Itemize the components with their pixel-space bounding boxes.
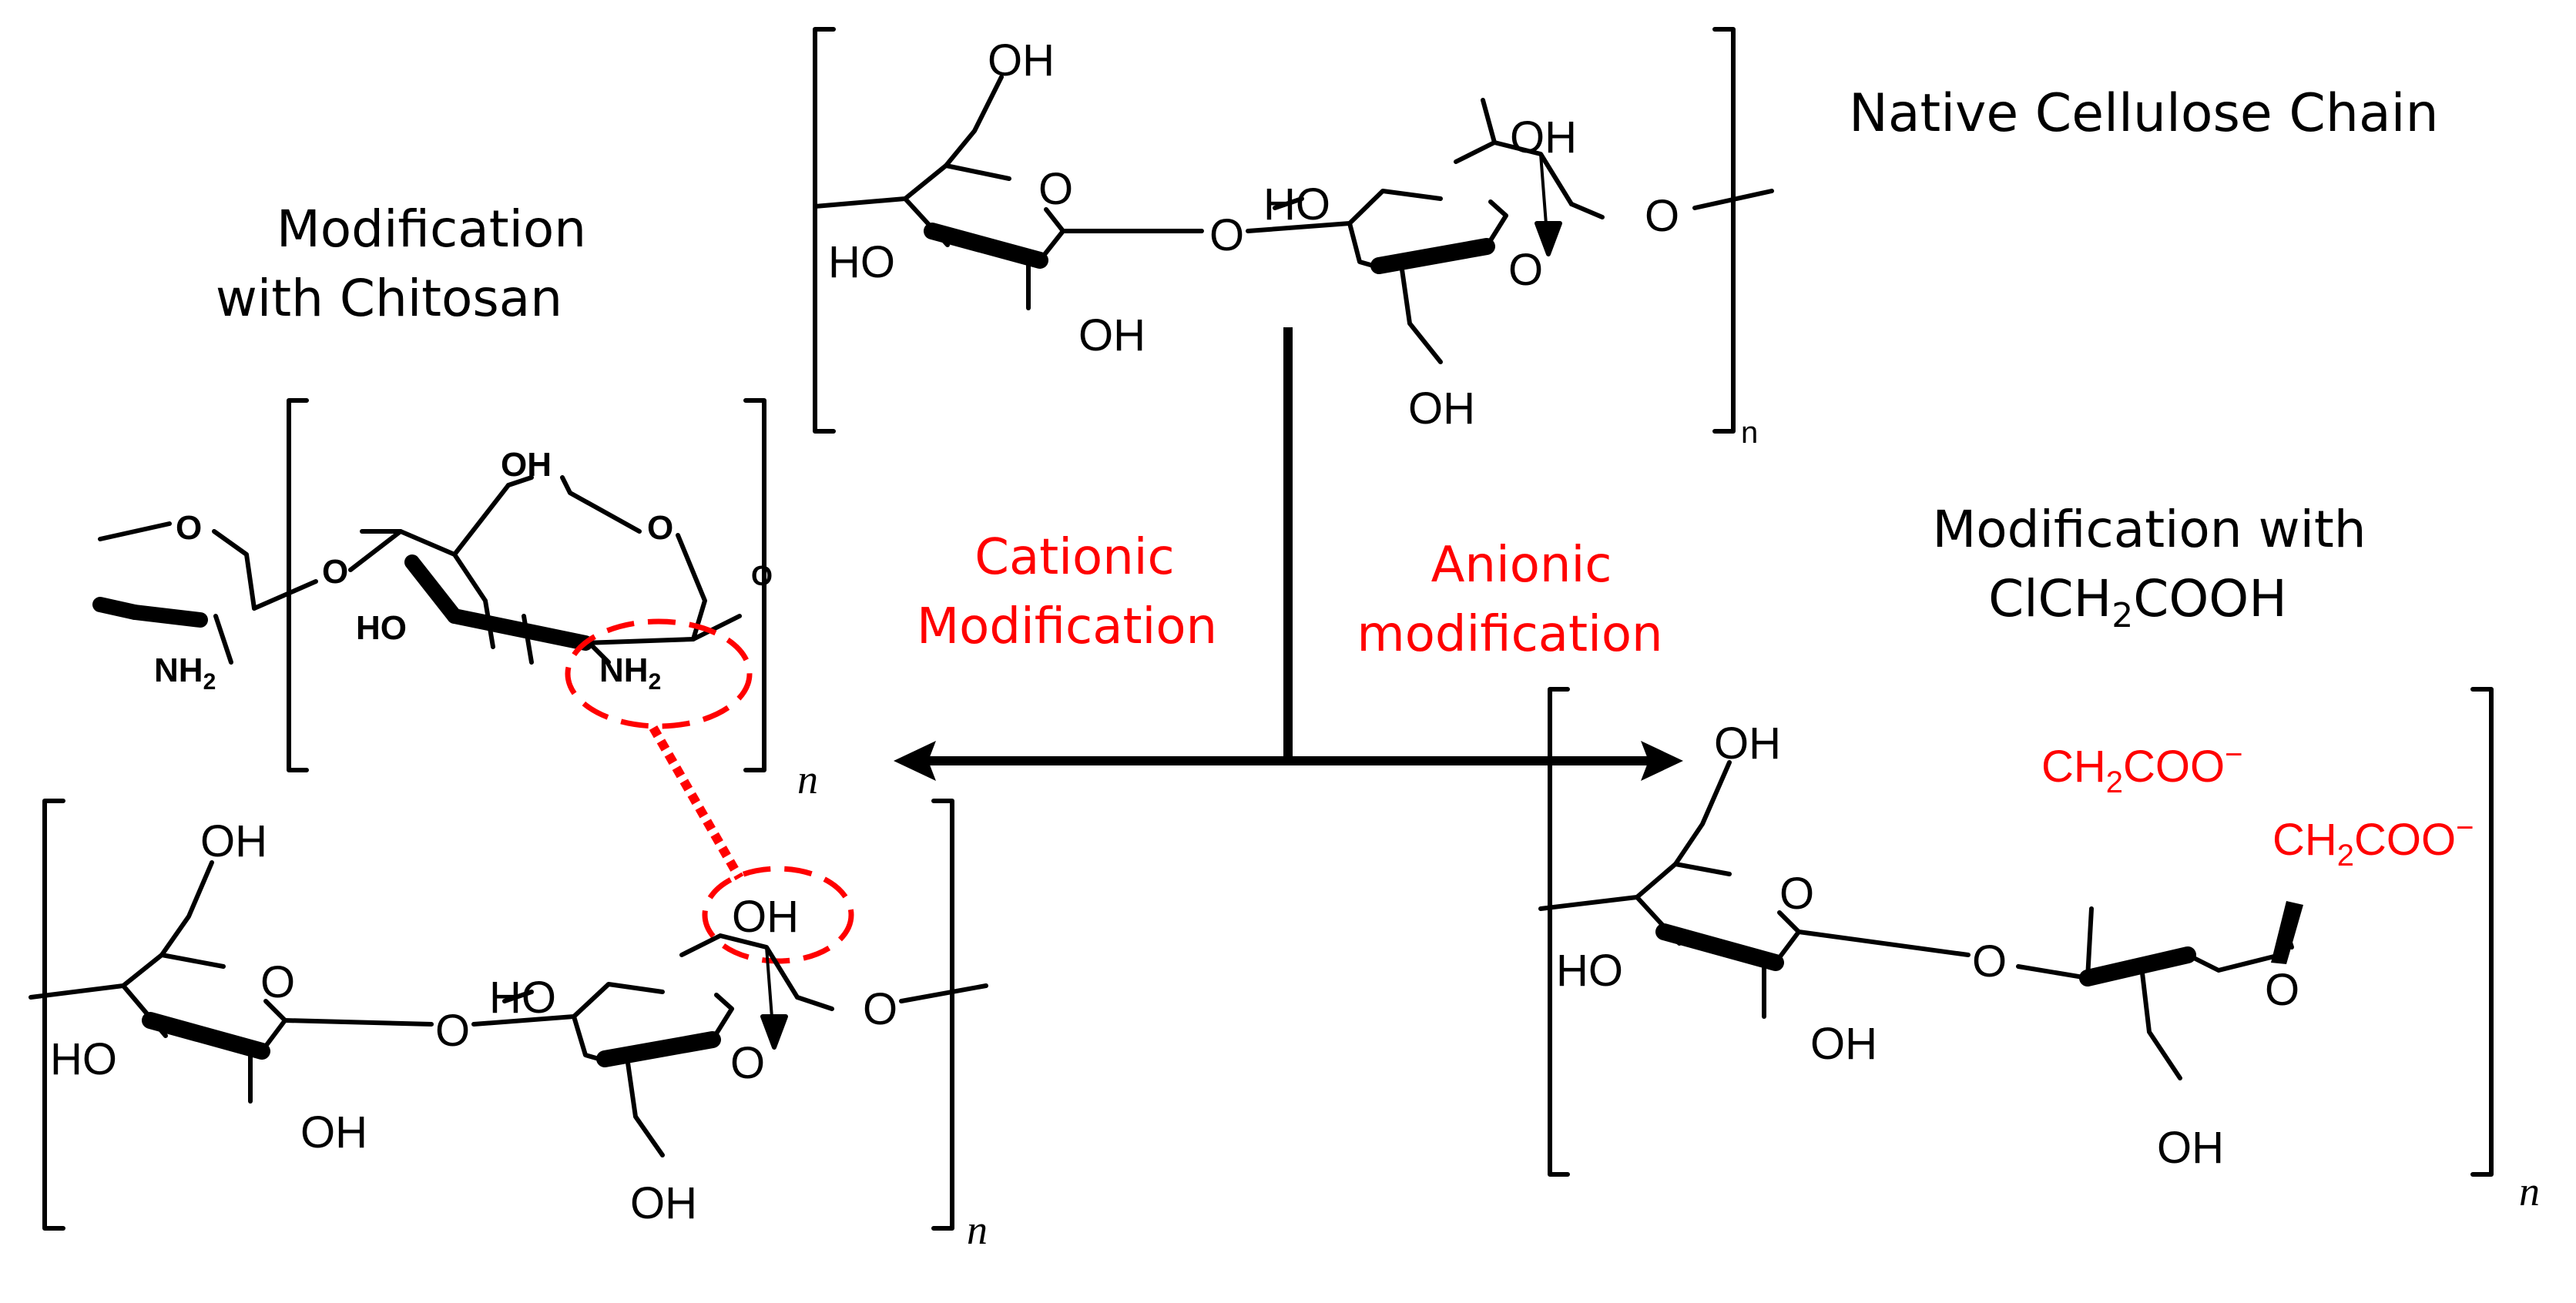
- atom-oh: OH: [1810, 1019, 1877, 1069]
- bracket-right: [1712, 27, 1736, 434]
- atom-o: O: [435, 1006, 470, 1056]
- atom-ho: HO: [828, 237, 895, 287]
- atom-o: O: [1779, 869, 1814, 919]
- hydroxyl-highlight-circle: [702, 866, 854, 964]
- atom-oh: OH: [1510, 112, 1577, 162]
- svg-text:with Chitosan: with Chitosan: [216, 269, 562, 328]
- anionic-label: Anionic modification: [1357, 537, 1662, 663]
- atom-o: O: [1508, 245, 1543, 295]
- atom-oh: OH: [732, 892, 799, 942]
- atom-nh2: NH2: [154, 652, 216, 695]
- lower-cellulose-structure: [29, 799, 988, 1231]
- interaction-dashed-line: [649, 725, 744, 880]
- bracket-left: [1548, 687, 1570, 1177]
- amine-highlight-circle: [565, 618, 753, 729]
- native-cellulose-title: Native Cellulose Chain: [1849, 83, 2439, 144]
- atom-o: O: [2265, 965, 2299, 1015]
- bracket-left: [287, 398, 309, 772]
- reaction-arrows: [924, 327, 1649, 765]
- carboxymethyl-groups: CH2COO− CH2COO−: [2041, 738, 2474, 873]
- atom-oh: OH: [300, 1107, 367, 1157]
- atom-o: O: [322, 553, 348, 591]
- carboxymethyl-group-2: CH2COO−: [2272, 811, 2474, 873]
- atom-ho: HO: [50, 1034, 117, 1084]
- bracket-right: [743, 398, 766, 772]
- carboxymethyl-cellulose-structure: [1538, 687, 2494, 1177]
- atom-oh: OH: [1078, 310, 1145, 360]
- carboxymethyl-group-1: CH2COO−: [2041, 738, 2243, 799]
- native-cellulose-atoms: OH O HO OH O HO OH O O OH: [828, 35, 1679, 434]
- atom-ho: HO: [1263, 179, 1330, 229]
- svg-text:Modification: Modification: [917, 598, 1217, 655]
- repeat-n-native: n: [1741, 416, 1758, 450]
- atom-o: O: [730, 1038, 765, 1088]
- wedge-bond: [2271, 901, 2303, 964]
- repeat-n-carboxymethyl: n: [2519, 1168, 2540, 1214]
- svg-text:Cationic: Cationic: [974, 529, 1174, 586]
- atom-oh: OH: [1714, 718, 1781, 769]
- svg-text:Modification: Modification: [277, 199, 586, 259]
- atom-oh: OH: [2157, 1123, 2224, 1173]
- atom-ho: HO: [1556, 946, 1623, 996]
- bracket-right: [2470, 687, 2494, 1177]
- atom-o: O: [1645, 191, 1679, 241]
- atom-o: O: [1209, 210, 1244, 260]
- atom-o: O: [1972, 936, 2007, 986]
- svg-text:modification: modification: [1357, 606, 1662, 663]
- atom-oh: OH: [200, 816, 267, 866]
- atom-o: O: [176, 509, 202, 547]
- chitosan-title: Modification with Chitosan: [216, 199, 586, 328]
- carboxymethyl-cellulose-atoms: OH O HO OH O O OH: [1556, 718, 2299, 1173]
- chitosan-atoms: O O OH O HO O NH2 NH2: [154, 446, 773, 695]
- atom-oh: OH: [1408, 384, 1475, 434]
- chitosan-structure: [92, 398, 766, 772]
- native-cellulose-structure: [813, 27, 1774, 434]
- atom-o: O: [260, 957, 295, 1007]
- atom-ho: HO: [489, 973, 556, 1023]
- clch2cooh-title: Modification with ClCH2COOH: [1932, 500, 2366, 635]
- atom-nh2: NH2: [599, 652, 661, 695]
- bracket-right: [931, 799, 954, 1231]
- atom-o: O: [863, 984, 897, 1034]
- bracket-left: [813, 27, 836, 434]
- lower-cellulose-atoms: OH O HO OH O HO OH O O OH: [50, 816, 897, 1228]
- amine-hydroxyl-interaction: [565, 618, 854, 964]
- cationic-label: Cationic Modification: [917, 529, 1217, 655]
- atom-oh: OH: [501, 446, 552, 484]
- atom-oh: OH: [630, 1178, 697, 1228]
- repeat-n-lower-cellulose: n: [967, 1207, 988, 1253]
- arrow-right-head: [1641, 741, 1683, 781]
- bracket-left: [42, 799, 65, 1231]
- arrow-left-head: [894, 741, 936, 781]
- repeat-n-chitosan: n: [797, 756, 818, 802]
- atom-ho: HO: [356, 609, 407, 647]
- atom-o: O: [751, 560, 773, 591]
- svg-text:Anionic: Anionic: [1431, 537, 1612, 594]
- svg-text:Modification with: Modification with: [1932, 500, 2366, 559]
- svg-text:ClCH2COOH: ClCH2COOH: [1988, 569, 2287, 635]
- atom-oh: OH: [988, 35, 1055, 85]
- atom-o: O: [1038, 164, 1073, 214]
- atom-o: O: [647, 509, 673, 547]
